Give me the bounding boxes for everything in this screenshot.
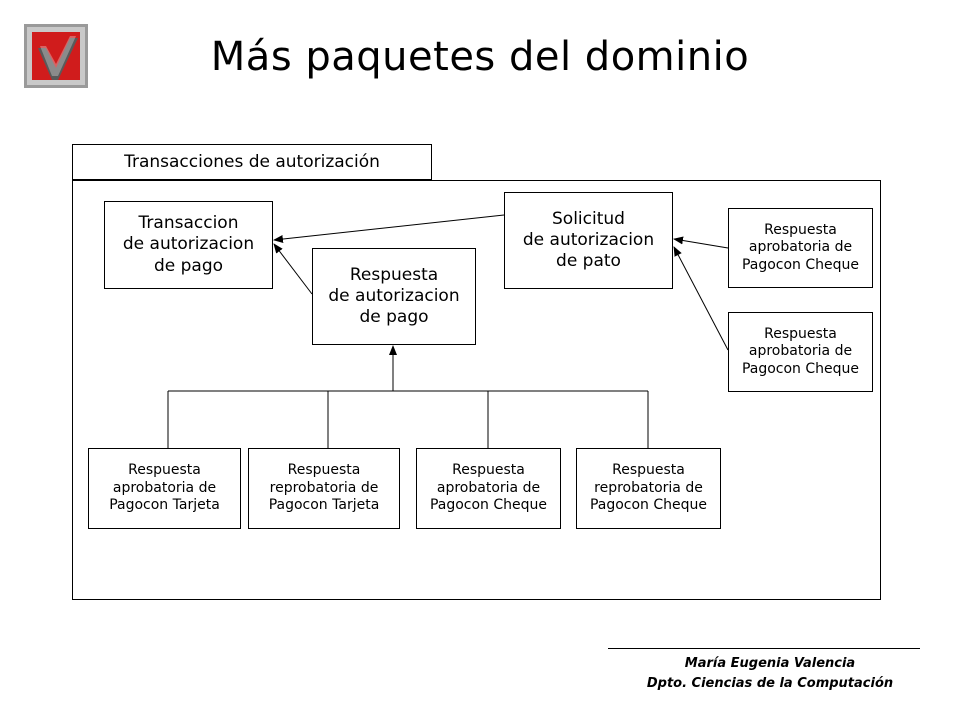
class-respuesta-cheque-top-2: Respuesta aprobatoria de Pagocon Cheque [728, 312, 873, 392]
footer-author: María Eugenia Valencia [684, 656, 856, 671]
class-respuesta-autorizacion-pago: Respuesta de autorizacion de pago [312, 248, 476, 345]
class-solicitud-autorizacion: Solicitud de autorizacion de pato [504, 192, 673, 289]
package-tab: Transacciones de autorización [72, 144, 432, 180]
class-reprobatoria-tarjeta: Respuesta reprobatoria de Pagocon Tarjet… [248, 448, 400, 529]
class-transaccion-autorizacion: Transaccion de autorizacion de pago [104, 201, 273, 289]
assoc-respuesta-transaccion [273, 243, 313, 295]
slide-title: Más paquetes del dominio [210, 34, 750, 80]
class-respuesta-cheque-top-1: Respuesta aprobatoria de Pagocon Cheque [728, 208, 873, 288]
class-aprobatoria-cheque: Respuesta aprobatoria de Pagocon Cheque [416, 448, 561, 529]
assoc-solicitud-transaccion [273, 214, 505, 244]
class-aprobatoria-tarjeta: Respuesta aprobatoria de Pagocon Tarjeta [88, 448, 241, 529]
footer-divider [608, 648, 920, 649]
package-name: Transacciones de autorización [124, 152, 380, 172]
assoc-cheque2-solicitud [673, 246, 729, 351]
class-reprobatoria-cheque: Respuesta reprobatoria de Pagocon Cheque [576, 448, 721, 529]
footer-department: Dpto. Ciencias de la Computación [646, 676, 894, 691]
package-body [72, 180, 881, 600]
red-check-logo-icon [24, 24, 88, 88]
assoc-cheque1-solicitud [673, 236, 729, 249]
